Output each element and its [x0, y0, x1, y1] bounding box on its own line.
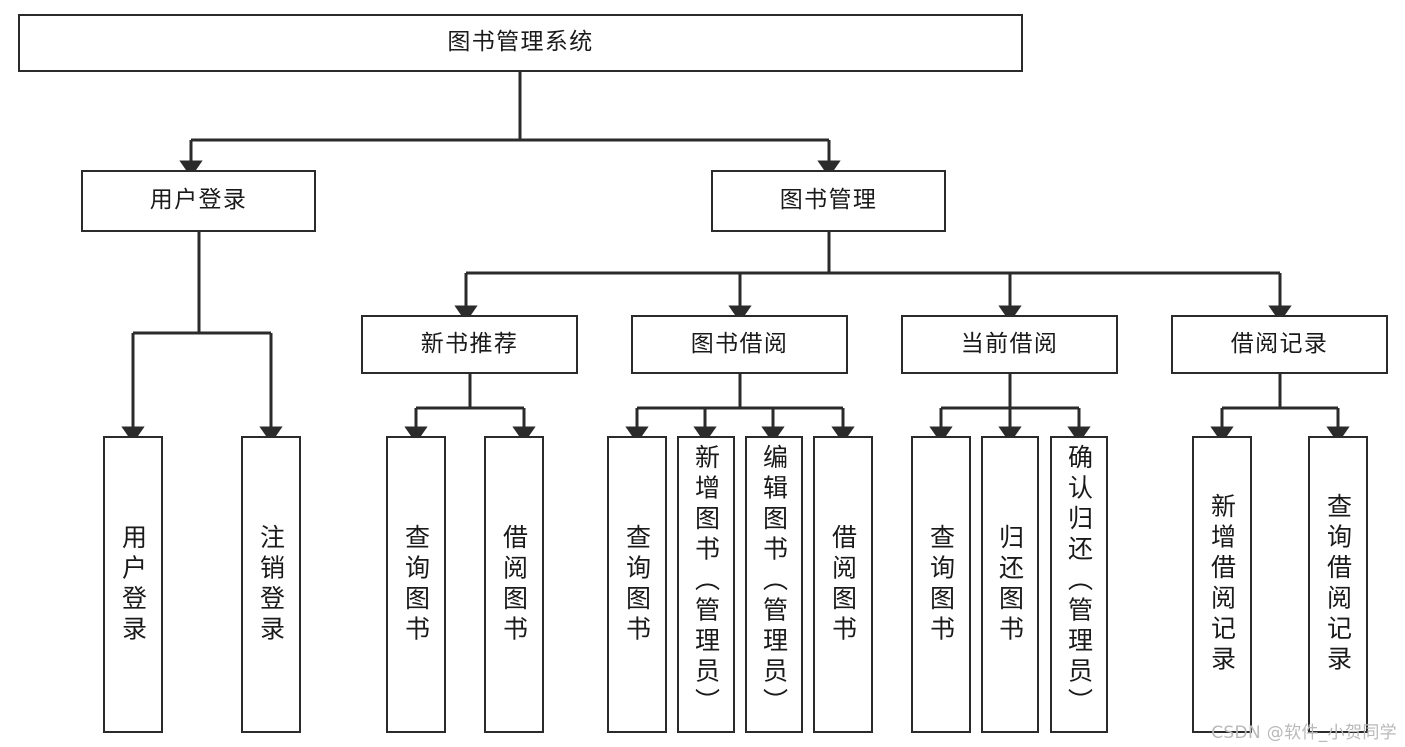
node-label: 图书管理 [779, 187, 878, 214]
node-label: 查询图书 [926, 523, 956, 646]
node-leaf-user-login[interactable]: 用户登录 [103, 436, 163, 733]
node-label: 注销登录 [256, 523, 286, 646]
node-label: 图书借阅 [690, 330, 789, 357]
node-leaf-add-book-admin[interactable]: 新增图书（管理员） [677, 436, 735, 733]
node-leaf-return-book[interactable]: 归还图书 [981, 436, 1039, 733]
node-leaf-borrow-book-2[interactable]: 借阅图书 [813, 436, 873, 733]
node-label: 编辑图书（管理员） [759, 444, 789, 719]
node-leaf-query-book-2[interactable]: 查询图书 [607, 436, 667, 733]
node-user-login[interactable]: 用户登录 [81, 170, 316, 232]
node-book-borrow[interactable]: 图书借阅 [631, 315, 848, 374]
node-new-book-recommend[interactable]: 新书推荐 [361, 315, 578, 374]
watermark-text: CSDN @软件_小贺同学 [1211, 723, 1397, 743]
node-borrow-record[interactable]: 借阅记录 [1171, 315, 1388, 374]
node-leaf-borrow-book-1[interactable]: 借阅图书 [484, 436, 544, 733]
node-label: 图书管理系统 [447, 29, 594, 56]
node-leaf-logout-login[interactable]: 注销登录 [241, 436, 301, 733]
node-label: 新书推荐 [420, 330, 519, 357]
node-label: 新增借阅记录 [1207, 493, 1237, 676]
node-leaf-confirm-return-admin[interactable]: 确认归还（管理员） [1050, 436, 1108, 733]
node-leaf-edit-book-admin[interactable]: 编辑图书（管理员） [745, 436, 803, 733]
node-label: 当前借阅 [960, 330, 1059, 357]
node-leaf-add-borrow-record[interactable]: 新增借阅记录 [1192, 436, 1252, 733]
node-label: 查询图书 [401, 523, 431, 646]
node-leaf-query-book-3[interactable]: 查询图书 [911, 436, 971, 733]
node-label: 借阅记录 [1230, 330, 1329, 357]
node-label: 查询图书 [622, 523, 652, 646]
node-leaf-query-borrow-record[interactable]: 查询借阅记录 [1308, 436, 1368, 733]
node-label: 用户登录 [118, 523, 148, 646]
node-label: 归还图书 [995, 523, 1025, 646]
node-book-management[interactable]: 图书管理 [711, 170, 946, 232]
node-label: 查询借阅记录 [1323, 493, 1353, 676]
node-label: 用户登录 [149, 187, 248, 214]
node-label: 借阅图书 [828, 523, 858, 646]
node-label: 新增图书（管理员） [691, 444, 721, 719]
node-label: 确认归还（管理员） [1064, 444, 1094, 719]
node-current-borrow[interactable]: 当前借阅 [901, 315, 1118, 374]
node-root-book-management-system[interactable]: 图书管理系统 [18, 14, 1023, 72]
node-leaf-query-book-1[interactable]: 查询图书 [386, 436, 446, 733]
node-label: 借阅图书 [499, 523, 529, 646]
